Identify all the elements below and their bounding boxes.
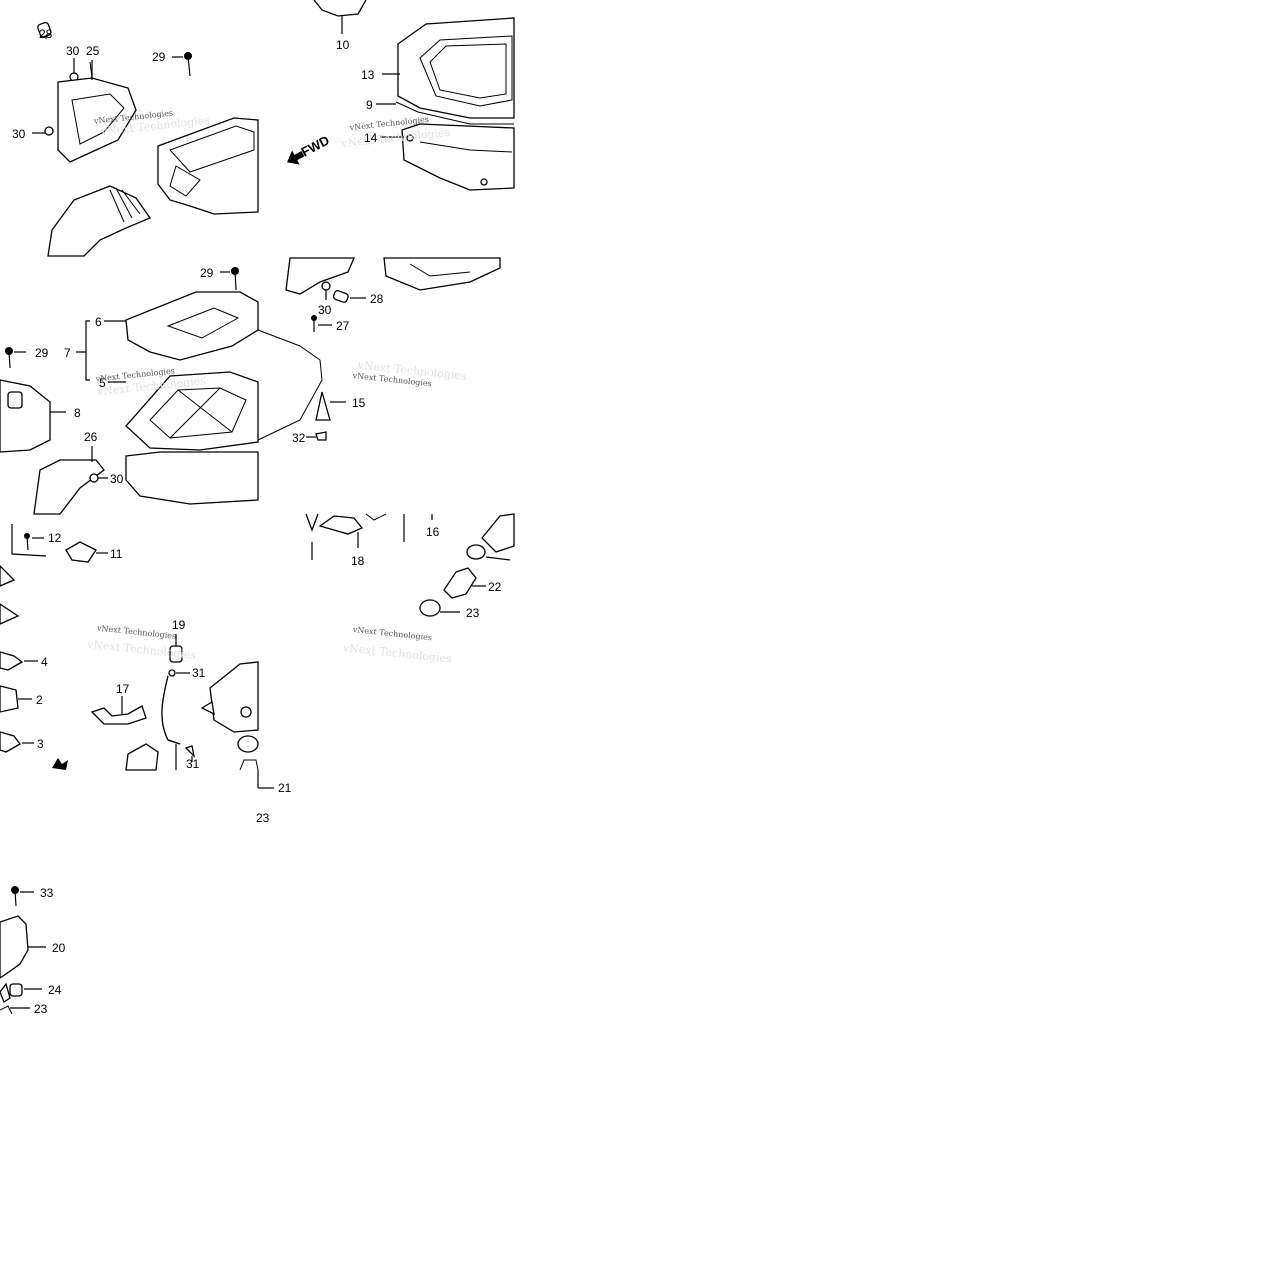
- screw-27-part: [311, 315, 332, 332]
- tile-upper-left: [32, 21, 259, 257]
- bracket-17-part: [90, 696, 147, 725]
- clamp-11-part: [65, 541, 108, 563]
- nut-24-part: [9, 983, 42, 997]
- callout-18: 18: [351, 554, 365, 568]
- tile-upper-right: [287, 0, 515, 191]
- callout-23: 23: [256, 811, 270, 825]
- forward-arrow-icon: [287, 150, 305, 165]
- callout-22: 22: [488, 580, 502, 594]
- bolt-28-part: [37, 21, 52, 39]
- callout-29: 29: [35, 346, 49, 360]
- clip-32-part: [306, 431, 327, 441]
- air-box-housing-part: [157, 117, 259, 215]
- watermark-4: vNext Technologies vNext Technologies: [351, 358, 467, 388]
- callout-5: 5: [99, 376, 106, 390]
- callout-32: 32: [292, 431, 306, 445]
- tile-lower-right: [305, 513, 515, 617]
- callout-30: 30: [318, 303, 332, 317]
- lower-case-14-part: [380, 123, 515, 191]
- drain-tube-15-part: [315, 391, 346, 421]
- callout-8: 8: [74, 406, 81, 420]
- callout-30: 30: [110, 472, 124, 486]
- bolt-28b-part: [332, 290, 366, 303]
- part-3-part: [0, 731, 34, 753]
- callout-11: 11: [110, 547, 123, 561]
- callout-9: 9: [366, 98, 373, 112]
- tile-middle-left: [0, 267, 259, 515]
- callout-3: 3: [37, 737, 44, 751]
- watermark-layer: vNext Technologies vNext Technologies vN…: [86, 108, 468, 666]
- watermark-text: vNext Technologies: [96, 623, 177, 640]
- part-4-part: [0, 651, 38, 671]
- silencer-part: [200, 661, 259, 771]
- tile-lower-left: [0, 524, 259, 771]
- bolt-29a-part: [172, 52, 192, 77]
- callout-29: 29: [200, 266, 214, 280]
- bolt-29c-part: [5, 347, 26, 369]
- watermark-6: vNext Technologies vNext Technologies: [341, 625, 452, 666]
- callout-30: 30: [12, 127, 26, 141]
- callout-31: 31: [186, 757, 200, 771]
- callout-6: 6: [95, 315, 102, 329]
- callout-14: 14: [364, 131, 378, 145]
- callout-28: 28: [39, 27, 53, 41]
- callout-28: 28: [370, 292, 384, 306]
- callout-7: 7: [64, 346, 71, 360]
- screw-12-part: [24, 533, 44, 551]
- callout-26: 26: [84, 430, 98, 444]
- breather-tube-part: [161, 634, 190, 745]
- callout-27: 27: [336, 319, 350, 333]
- part-2-part: [0, 685, 32, 713]
- callout-20: 20: [52, 941, 66, 955]
- tile-middle-right: [257, 257, 501, 441]
- callout-23: 23: [34, 1002, 48, 1016]
- watermark-ghost-text: vNext Technologies: [341, 641, 452, 665]
- cover-25-part: [57, 60, 137, 163]
- callout-4: 4: [41, 655, 48, 669]
- callout-10: 10: [336, 38, 350, 52]
- callout-15: 15: [352, 396, 366, 410]
- bolt-29b-part: [220, 267, 239, 291]
- callout-24: 24: [48, 983, 62, 997]
- intake-duct-part: [47, 185, 151, 257]
- cover-20-part: [0, 915, 46, 979]
- callout-33: 33: [40, 886, 54, 900]
- hose-22-part: [419, 513, 515, 617]
- callout-13: 13: [361, 68, 375, 82]
- callout-25: 25: [86, 44, 100, 58]
- bolt-33-part: [11, 886, 34, 907]
- filter-frame-5-part: [108, 371, 259, 451]
- callout-29: 29: [152, 50, 166, 64]
- forward-direction-label: FWD: [299, 132, 332, 159]
- callout-12: 12: [48, 531, 62, 545]
- callout-21: 21: [278, 781, 292, 795]
- callout-23: 23: [466, 606, 480, 620]
- callout-17: 17: [116, 682, 130, 696]
- part-8-part: [0, 379, 66, 453]
- tile-bottom: [0, 770, 274, 1015]
- part-26-part: [33, 446, 108, 515]
- callout-16: 16: [426, 525, 440, 539]
- upper-case-13-part: [382, 17, 515, 119]
- callout-19: 19: [172, 618, 186, 632]
- callout-labels: 10 28 30 25 29 30 13 9 14 29 6 7 5 29 8 …: [12, 27, 502, 1016]
- callout-2: 2: [36, 693, 43, 707]
- callout-31: 31: [192, 666, 206, 680]
- watermark-ghost-text: vNext Technologies: [86, 637, 197, 661]
- watermark-text: vNext Technologies: [351, 625, 432, 642]
- callout-30: 30: [66, 44, 80, 58]
- filter-element-6-part: [104, 291, 259, 361]
